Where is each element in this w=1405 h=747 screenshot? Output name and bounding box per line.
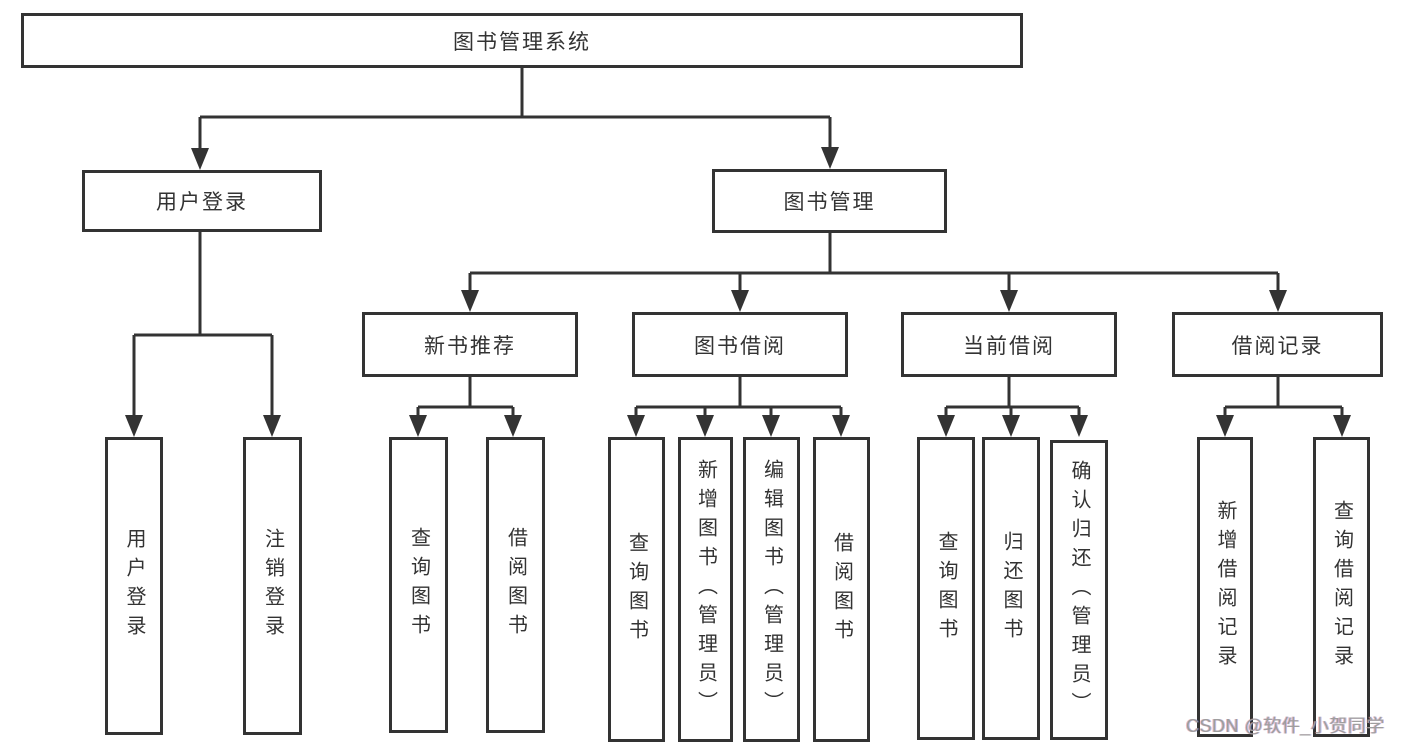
leaf-add-books-admin-label: 新增图书（管理员） <box>694 459 717 720</box>
leaf-logout-label: 注销登录 <box>261 528 284 644</box>
leaf-borrow-books-2-label: 借阅图书 <box>830 531 853 648</box>
leaf-user-login: 用户登录 <box>105 437 163 735</box>
node-book-management: 图书管理 <box>712 169 947 233</box>
node-book-management-label: 图书管理 <box>783 191 876 214</box>
node-current-borrow: 当前借阅 <box>901 312 1117 377</box>
leaf-edit-books-admin-label: 编辑图书（管理员） <box>760 459 783 720</box>
node-user-login: 用户登录 <box>82 170 322 232</box>
leaf-logout: 注销登录 <box>243 437 302 735</box>
leaf-confirm-return-admin: 确认归还（管理员） <box>1050 440 1108 740</box>
csdn-watermark: CSDN @软件_小贺同学 <box>1186 716 1385 736</box>
leaf-user-login-label: 用户登录 <box>123 528 145 644</box>
leaf-return-books: 归还图书 <box>982 437 1040 740</box>
node-book-borrow: 图书借阅 <box>632 312 848 377</box>
leaf-borrow-books-1-label: 借阅图书 <box>504 527 527 643</box>
leaf-borrow-books-2: 借阅图书 <box>813 437 870 742</box>
leaf-query-books-1: 查询图书 <box>389 437 448 733</box>
node-new-book-recommend-label: 新书推荐 <box>424 334 516 358</box>
leaf-add-books-admin: 新增图书（管理员） <box>678 437 733 742</box>
node-book-borrow-label: 图书借阅 <box>694 334 786 358</box>
leaf-query-books-2: 查询图书 <box>608 437 665 742</box>
node-borrow-records: 借阅记录 <box>1172 312 1383 377</box>
node-current-borrow-label: 当前借阅 <box>963 334 1055 358</box>
leaf-query-books-1-label: 查询图书 <box>407 527 430 643</box>
node-borrow-records-label: 借阅记录 <box>1231 334 1324 358</box>
leaf-borrow-books-1: 借阅图书 <box>486 437 545 733</box>
leaf-add-borrow-record: 新增借阅记录 <box>1197 437 1253 737</box>
leaf-confirm-return-admin-label: 确认归还（管理员） <box>1068 459 1090 721</box>
node-new-book-recommend: 新书推荐 <box>362 312 578 377</box>
node-root-label: 图书管理系统 <box>453 30 591 54</box>
leaf-query-books-3-label: 查询图书 <box>935 530 957 647</box>
leaf-return-books-label: 归还图书 <box>1000 530 1022 647</box>
leaf-query-borrow-record: 查询借阅记录 <box>1313 437 1370 737</box>
leaf-add-borrow-record-label: 新增借阅记录 <box>1214 500 1236 674</box>
leaf-query-books-3: 查询图书 <box>917 437 975 740</box>
leaf-edit-books-admin: 编辑图书（管理员） <box>743 437 800 742</box>
node-user-login-label: 用户登录 <box>156 191 248 214</box>
leaf-query-books-2-label: 查询图书 <box>625 531 648 648</box>
leaf-query-borrow-record-label: 查询借阅记录 <box>1330 500 1353 674</box>
node-root-library-system: 图书管理系统 <box>21 13 1023 68</box>
